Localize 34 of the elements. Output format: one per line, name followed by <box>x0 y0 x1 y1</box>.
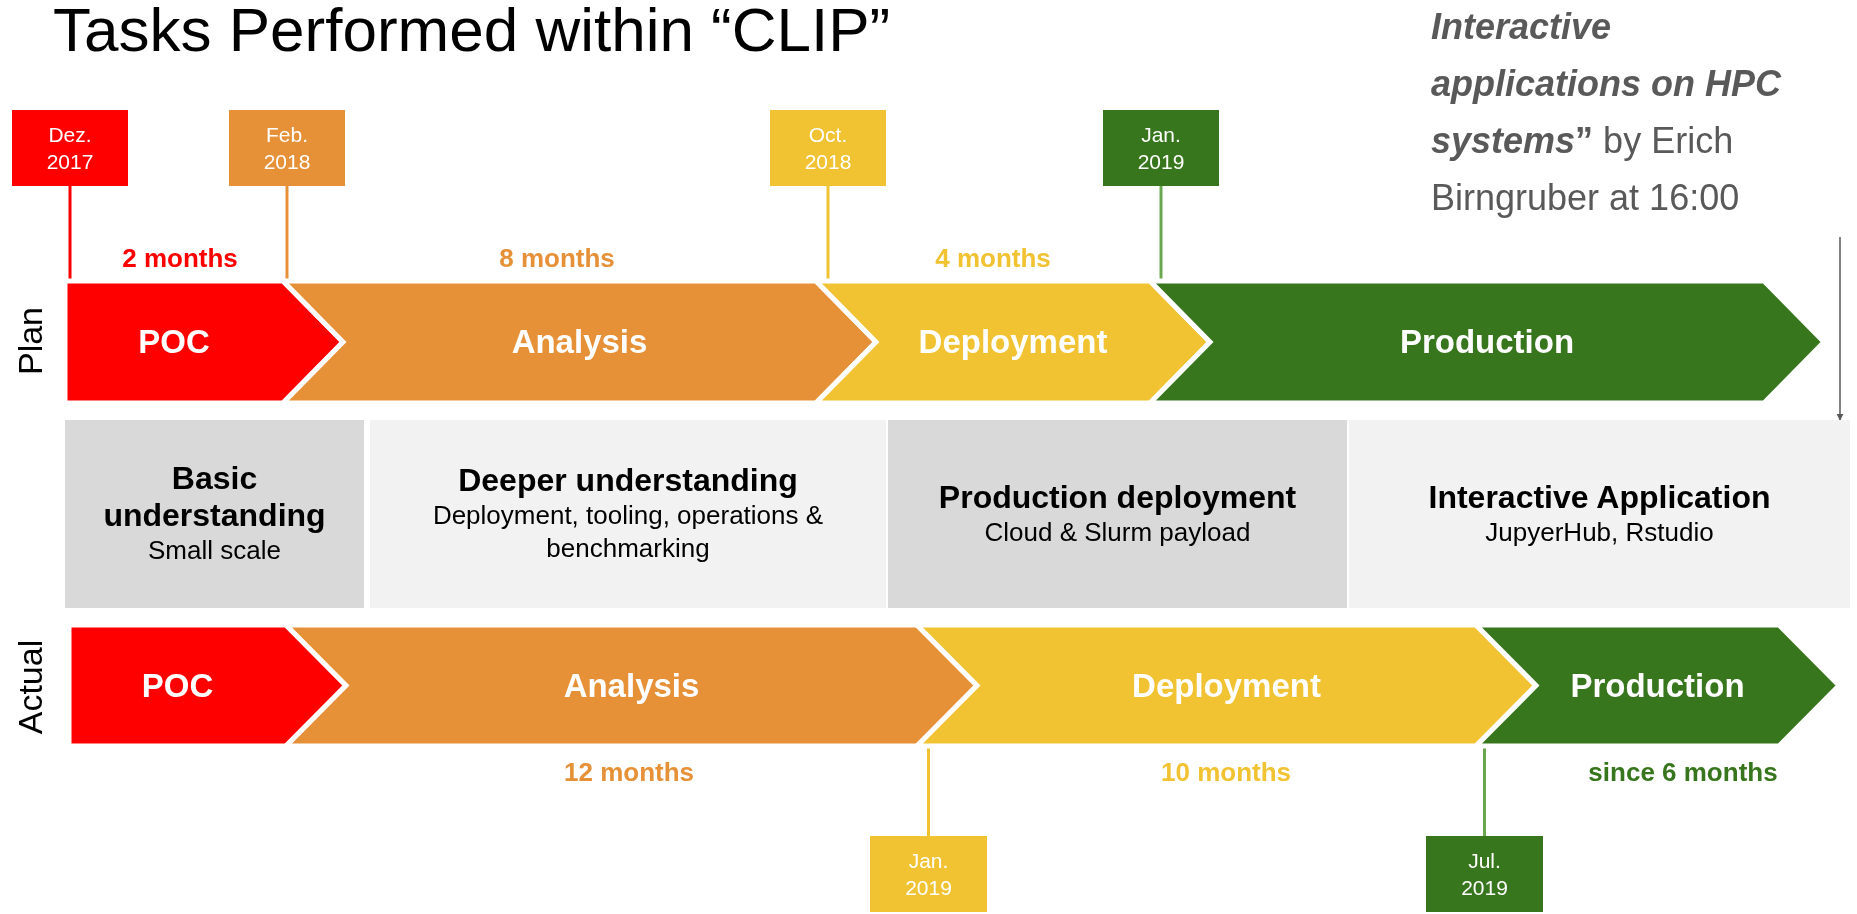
milestone-line <box>68 186 72 281</box>
duration-label: 4 months <box>935 243 1051 274</box>
panel-text: JupyerHub, Rstudio <box>1485 515 1714 549</box>
slide-title: Tasks Performed within “CLIP” <box>53 0 891 65</box>
date-flag: Oct. 2018 <box>770 110 886 186</box>
duration-label: 8 months <box>499 243 615 274</box>
panel-heading: Production deployment <box>938 478 1297 516</box>
duration-label: 10 months <box>1161 757 1291 788</box>
milestone-line <box>1159 186 1163 281</box>
phase-panel <box>65 420 364 608</box>
milestone-line <box>285 186 289 281</box>
milestone-line <box>927 746 930 836</box>
panel-text: Cloud & Slurm payload <box>984 515 1251 549</box>
panel-text: Deployment, tooling, operations & benchmarking <box>431 498 825 566</box>
date-flag: Jan. 2019 <box>870 836 987 912</box>
milestone-line <box>1483 746 1486 836</box>
panel-heading: Deeper understanding <box>458 461 798 499</box>
phase-panel <box>1349 420 1850 608</box>
duration-label: 12 months <box>564 757 694 788</box>
duration-label: since 6 months <box>1588 757 1778 788</box>
milestone-line <box>826 186 830 281</box>
date-flag: Dez. 2017 <box>12 110 128 186</box>
row-label: Plan <box>10 306 50 376</box>
date-flag: Jan. 2019 <box>1103 110 1219 186</box>
duration-label: 2 months <box>122 243 238 274</box>
date-flag: Jul. 2019 <box>1426 836 1543 912</box>
phase-panel <box>888 420 1347 608</box>
panel-heading: Basic understanding <box>102 460 327 534</box>
arrow <box>1836 236 1844 421</box>
note-text: Interactive applications on HPC systems” by Erich Birngruber at 16:00 <box>1431 0 1831 235</box>
panel-heading: Interactive Application <box>1428 478 1771 516</box>
date-flag: Feb. 2018 <box>229 110 345 186</box>
row-label: Actual <box>10 639 50 735</box>
panel-text: Small scale <box>148 533 281 567</box>
